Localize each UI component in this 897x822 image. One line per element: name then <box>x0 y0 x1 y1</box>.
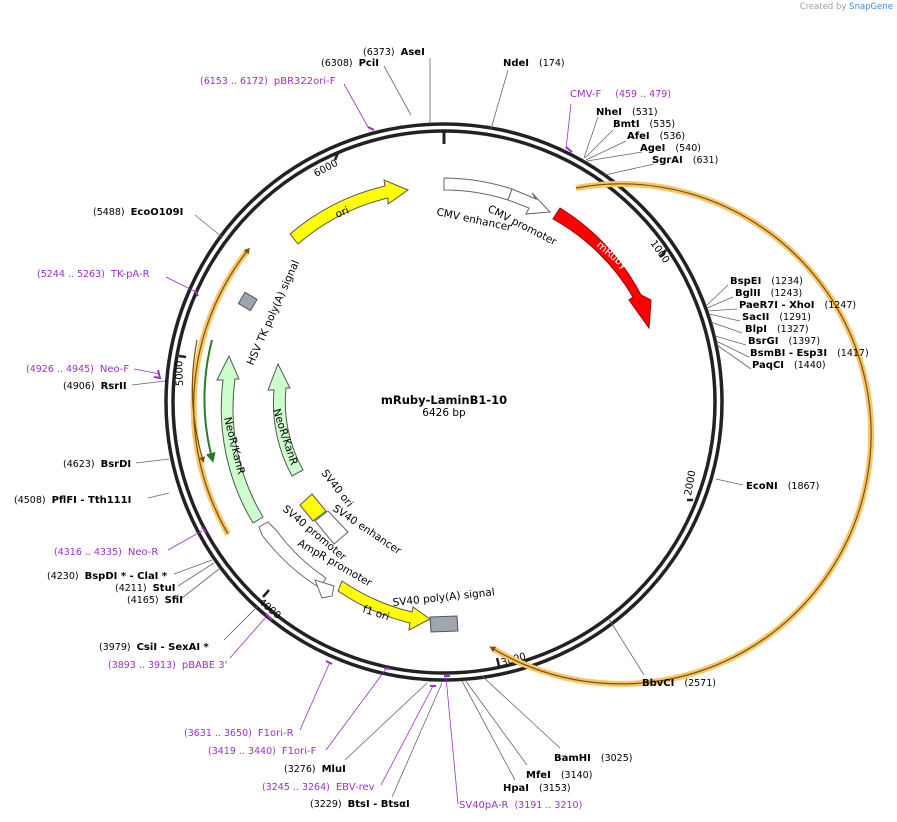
primer-f1ori-r: (3631 .. 3650)F1ori-R <box>184 728 294 739</box>
site-sacii: SacII(1291) <box>742 312 811 323</box>
backbone-outer <box>164 122 724 682</box>
label-hsv-tk-polya: HSV TK poly(A) signal <box>245 258 302 367</box>
site-hpai: HpaI(3153) <box>503 783 571 794</box>
primer-labels: (6153 .. 6172)pBR322ori-F CMV-F(459 .. 4… <box>26 76 671 811</box>
site-agei: AgeI(540) <box>640 143 701 154</box>
primer-neo-r: (4316 .. 4335)Neo-R <box>54 547 158 558</box>
primer-leader-lines <box>133 83 572 805</box>
feature-mruby <box>552 207 652 330</box>
site-paqci: PaqCI(1440) <box>752 360 826 371</box>
feature-sv40-ori <box>299 493 327 522</box>
primer-cmv-f: CMV-F(459 .. 479) <box>570 89 671 100</box>
site-mfei: MfeI(3140) <box>526 770 592 781</box>
site-bspdi-clai: (4230)BspDI * - ClaI * <box>47 571 168 582</box>
feature-neor-kanr-outer <box>216 354 264 524</box>
primer-pbabe-3: (3893 .. 3913)pBABE 3' <box>108 660 227 671</box>
feature-f1-ori <box>337 580 431 631</box>
feature-hsv-tk-polya <box>237 291 258 312</box>
site-pflfi-tth111i: (4508)PflFI - Tth111I <box>14 495 131 506</box>
site-bbvci: BbvCI(2571) <box>642 678 716 689</box>
site-ecoo109i: (5488)EcoO109I <box>93 207 183 218</box>
site-paer7i-xhoi: PaeR7I - XhoI(1247) <box>739 300 856 311</box>
site-econi: EcoNI(1867) <box>746 481 819 492</box>
primer-tk-pa-r: (5244 .. 5263)TK-pA-R <box>37 269 150 280</box>
orf-arrow-left <box>193 247 250 535</box>
site-pcii: (6308)PciI <box>321 58 379 69</box>
site-afei: AfeI(536) <box>627 131 685 142</box>
primer-ebv-rev: (3245 .. 3264)EBV-rev <box>262 782 375 793</box>
primer-sv40pa-r: SV40pA-R(3191 .. 3210) <box>459 800 582 811</box>
site-sfii: (4165)SfiI <box>127 595 183 606</box>
feature-cmv-enhancer <box>443 177 513 201</box>
site-btsi-btsai: (3229)BtsI - BtsαI <box>310 799 410 810</box>
primer-marks <box>153 126 573 687</box>
primer-pbr322ori-f: (6153 .. 6172)pBR322ori-F <box>200 76 336 87</box>
plasmid-name: mRuby-LaminB1-10 <box>381 393 507 407</box>
site-bmti: BmtI(535) <box>613 119 675 130</box>
credit-prefix: Created by <box>799 2 847 12</box>
tick-5000: 5000 <box>174 360 186 386</box>
site-labels: (6373)AseI (6308)PciI NdeI(174) NheI(531… <box>14 47 869 810</box>
site-bamhi: BamHI(3025) <box>554 753 632 764</box>
site-bglii: BglII(1243) <box>735 288 802 299</box>
leader-lines <box>131 58 752 798</box>
tick-marks <box>178 152 693 667</box>
plasmid-size: 6426 bp <box>422 407 466 419</box>
primer-f1ori-f: (3419 .. 3440)F1ori-F <box>208 746 317 757</box>
site-bsrdi: (4623)BsrDI <box>63 459 131 470</box>
label-sv40-polya: SV40 poly(A) signal <box>392 586 495 609</box>
site-csii-sexai: (3979)CsiI - SexAI * <box>99 642 210 653</box>
site-mlui: (3276)MluI <box>284 764 346 775</box>
feature-ori <box>289 179 410 245</box>
orf-arc-green <box>203 339 216 463</box>
site-bspei: BspEI(1234) <box>730 276 803 287</box>
site-bsmbi-esp3i: BsmBI - Esp3I(1417) <box>750 348 869 359</box>
primer-neo-f: (4926 .. 4945)Neo-F <box>26 364 129 375</box>
site-rsrii: (4906)RsrII <box>63 381 127 392</box>
site-stui: (4211)StuI <box>115 583 175 594</box>
orf-arc-left-short <box>191 339 206 463</box>
site-ndei: NdeI(174) <box>503 58 565 69</box>
feature-sv40-enhancer <box>314 510 349 545</box>
orf-arrow-main <box>489 183 872 685</box>
site-bsrgi: BsrGI(1397) <box>748 336 820 347</box>
feature-neor-kanr-inner <box>267 362 304 477</box>
site-nhei: NheI(531) <box>596 107 658 118</box>
site-sgrai: SgrAI(631) <box>652 155 718 166</box>
label-ori: ori <box>334 205 351 221</box>
feature-sv40-polya <box>429 615 459 633</box>
tick-2000: 2000 <box>683 470 698 497</box>
snapgene-logo: SnapGene <box>849 2 893 12</box>
site-asei: (6373)AseI <box>363 47 425 58</box>
snapgene-credit: Created by SnapGene <box>800 2 893 12</box>
feature-ampr-promoter <box>314 579 335 599</box>
feature-cmv-promoter <box>507 188 552 215</box>
site-blpi: BlpI(1327) <box>745 324 809 335</box>
